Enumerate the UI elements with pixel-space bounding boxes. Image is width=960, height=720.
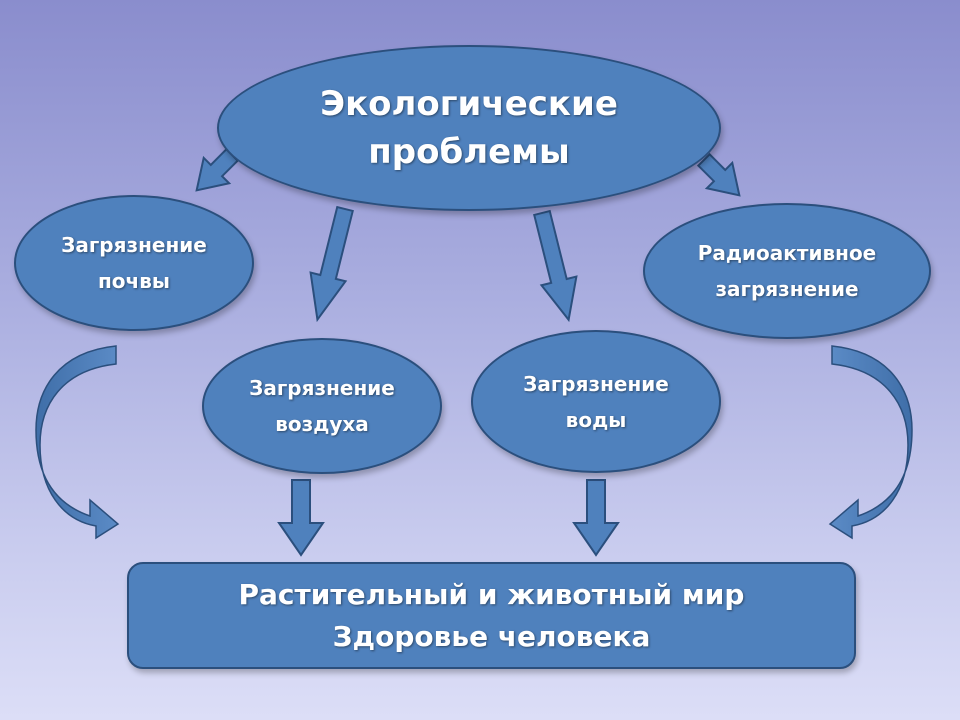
node-air-pollution: Загрязнение воздуха: [202, 338, 442, 474]
node-label-line: проблемы: [368, 132, 570, 172]
arrow-main-to-soil: [195, 147, 240, 192]
node-label-line: Загрязнение: [249, 376, 395, 400]
node-label-line: загрязнение: [715, 277, 859, 301]
node-water-pollution: Загрязнение воды: [471, 330, 721, 473]
arrow-soil-curve: [35, 345, 120, 540]
node-label-line: воды: [565, 407, 627, 432]
result-label-line: Здоровье человека: [332, 619, 651, 653]
node-label-line: Экологические: [320, 84, 618, 124]
arrow-water-to-result: [572, 479, 620, 557]
arrow-main-to-air: [309, 205, 354, 323]
node-ecological-problems: Экологические проблемы: [217, 45, 721, 211]
node-label-line: Радиоактивное: [697, 241, 877, 265]
node-label-line: Загрязнение: [61, 233, 207, 257]
node-label-line: Загрязнение: [523, 371, 669, 396]
node-label-line: почвы: [97, 269, 171, 293]
arrow-radioactive-curve: [828, 345, 913, 540]
arrow-air-to-result: [277, 479, 325, 557]
arrow-main-to-water: [533, 209, 578, 323]
node-soil-pollution: Загрязнение почвы: [14, 195, 254, 331]
arrow-main-to-radioactive: [696, 152, 741, 197]
result-label-line: Растительный и животный мир: [238, 577, 745, 611]
node-label-line: воздуха: [275, 412, 369, 436]
result-box: Растительный и животный мир Здоровье чел…: [127, 562, 856, 669]
node-radioactive-pollution: Радиоактивное загрязнение: [643, 203, 931, 339]
